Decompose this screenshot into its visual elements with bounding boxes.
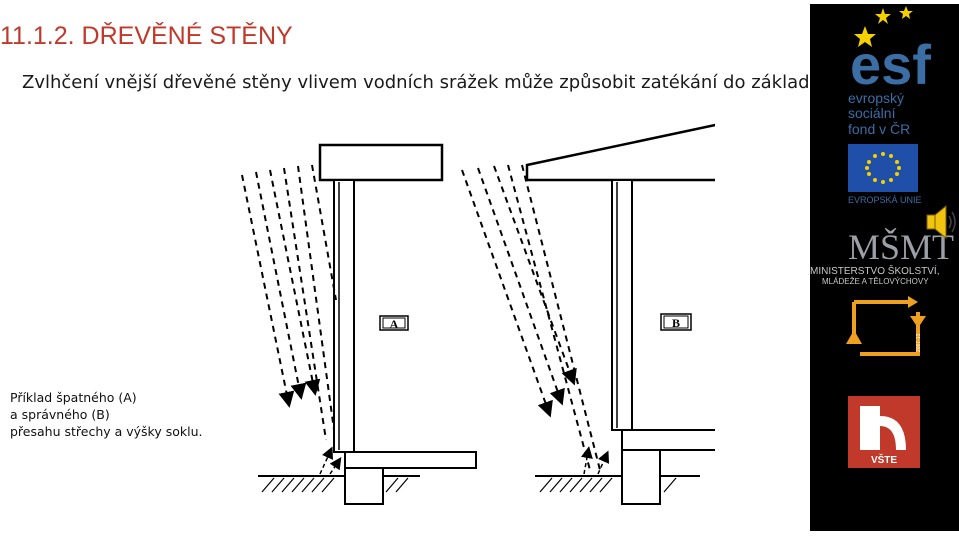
msmt-logo: MŠMT MINISTERSTVO ŠKOLSTVÍ, MLÁDEŽE A TĚ…	[810, 227, 954, 286]
esf-line3: fond v ČR	[848, 121, 910, 137]
diagram-a	[258, 143, 477, 505]
eu-label: EVROPSKÁ UNIE	[848, 195, 922, 205]
ministry-line2: MLÁDEŽE A TĚLOVÝCHOVY	[822, 277, 929, 286]
label-b: B	[672, 316, 680, 330]
figure-caption: Příklad špatného (A) a správného (B) pře…	[10, 389, 203, 440]
op-logo: 2007-13	[846, 296, 926, 356]
wall-diagram: A B	[241, 123, 715, 505]
page-title: 11.1.2. DŘEVĚNÉ STĚNY	[0, 22, 293, 50]
caption-line: Příklad špatného (A)	[10, 390, 137, 405]
eu-flag: EVROPSKÁ UNIE	[848, 144, 922, 205]
esf-line1: evropský	[848, 90, 904, 106]
splash-a	[319, 446, 342, 475]
caption-line: a správného (B)	[10, 407, 110, 422]
rain-lines-a	[241, 164, 337, 441]
page-subtitle: Zvlhčení vnější dřevěné stěny vlivem vod…	[22, 72, 827, 93]
logo-sidebar: esf evropský sociální fond v ČR EVROPSKÁ…	[810, 4, 959, 531]
caption-line: přesahu střechy a výšky soklu.	[10, 424, 203, 439]
vste-logo: VŠTE	[848, 396, 920, 468]
splash-b	[581, 446, 610, 475]
esf-logo: esf evropský sociální fond v ČR	[848, 6, 931, 137]
speaker-icon[interactable]	[924, 202, 958, 247]
msmt-wordmark: MŠMT	[848, 227, 954, 267]
rain-lines-b	[461, 164, 601, 471]
esf-wordmark: esf	[850, 33, 931, 96]
op-years: 2007-13	[916, 333, 922, 352]
label-a: A	[390, 317, 399, 331]
esf-line2: sociální	[848, 105, 896, 121]
vste-label: VŠTE	[871, 453, 897, 466]
diagram-b	[525, 123, 715, 505]
ministry-line1: MINISTERSTVO ŠKOLSTVÍ,	[810, 264, 939, 277]
